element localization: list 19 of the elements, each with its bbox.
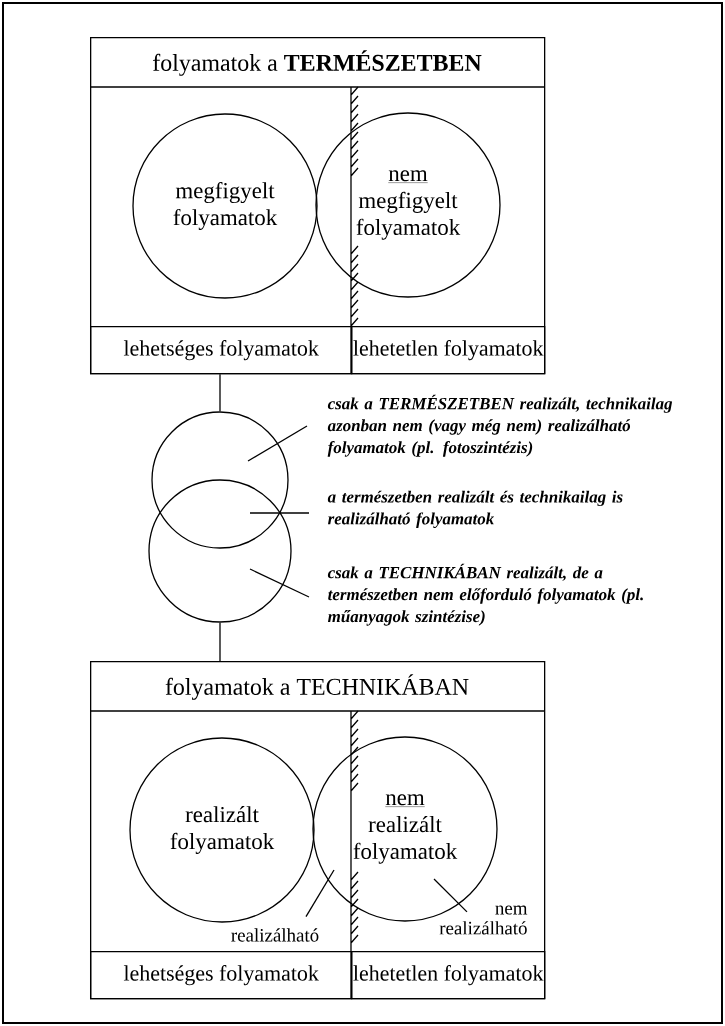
region-label: realizálható	[231, 928, 319, 942]
circle-label: megfigyelt folyamatok	[132, 113, 318, 299]
table-cell: lehetetlen folyamatok	[351, 326, 546, 375]
leader-line	[247, 425, 308, 462]
set-circle	[151, 411, 289, 549]
leader-line	[249, 568, 310, 598]
table-cell: lehetséges folyamatok	[90, 326, 353, 375]
table-cell: lehetséges folyamatok	[90, 951, 353, 1000]
circle-label: realizált folyamatok	[129, 737, 315, 923]
note-text: csak a TECHNIKÁBAN realizált, de a természetben nem előforduló folyamatok (pl. műanyagok szintézise)	[327, 563, 643, 626]
circle-label: nem megfigyelt folyamatok	[315, 112, 501, 298]
leader-line	[305, 869, 335, 918]
leader-line	[433, 878, 468, 913]
set-circle	[148, 479, 292, 623]
connector-line	[219, 622, 221, 662]
note-text: a természetben realizált és technikailag is realizálható folyamatok	[327, 490, 623, 528]
connector-line	[219, 373, 221, 412]
table-cell: lehetetlen folyamatok	[351, 951, 546, 1000]
note-text: csak a TERMÉSZETBEN realizált, technikailag azonban nem (vagy még nem) realizálható folyamatok (pl. fotoszintézis)	[327, 394, 673, 457]
